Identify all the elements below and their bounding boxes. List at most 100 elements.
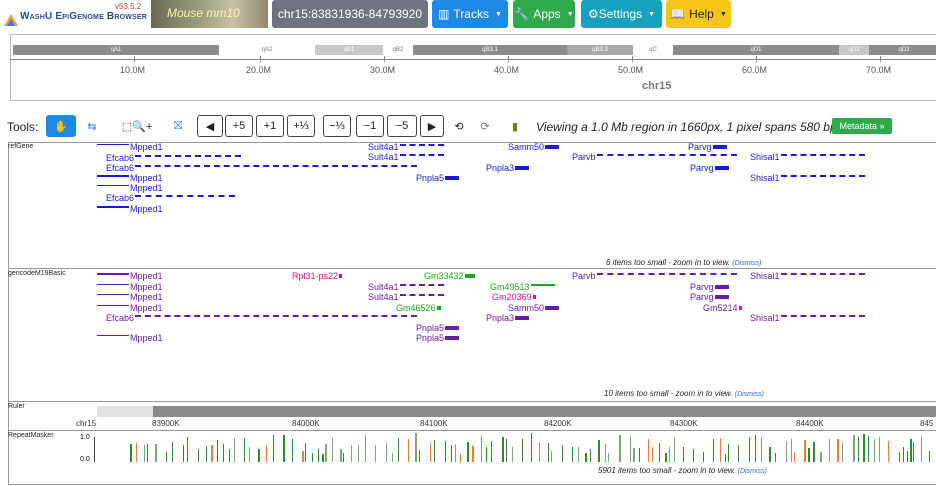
dismiss-link[interactable]: (Dismiss) xyxy=(732,260,762,267)
gene-feature[interactable]: Shisal1 xyxy=(750,152,866,162)
repeat-bar xyxy=(562,445,563,462)
gene-feature[interactable]: Mpped1 xyxy=(96,173,163,183)
gene-feature[interactable]: Samm50 xyxy=(508,142,560,152)
repeat-bar xyxy=(842,443,843,462)
gene-feature[interactable]: Mpped1 xyxy=(96,333,163,343)
zoom-in-5-button[interactable]: +5 xyxy=(225,115,253,137)
gene-feature[interactable]: Mpped1 xyxy=(96,183,163,193)
repeat-bar xyxy=(217,440,218,462)
repeat-bar xyxy=(531,433,532,462)
tracks-menu-button[interactable]: ▥Tracks▼ xyxy=(432,0,508,28)
gene-feature[interactable]: Parvb xyxy=(572,152,738,162)
metadata-button[interactable]: Metadata » xyxy=(832,118,892,134)
track-label-gencode[interactable]: gencodeM19Basic xyxy=(8,270,66,277)
gene-feature[interactable]: Mpped1 xyxy=(96,271,163,281)
zoom-region-tool-button[interactable]: ⬚🔍+ xyxy=(118,115,156,137)
gene-feature[interactable]: Samm50 xyxy=(508,303,560,313)
gene-feature[interactable]: Pnpla5 xyxy=(416,333,460,343)
gene-feature[interactable]: Mpped1 xyxy=(96,142,163,152)
repeat-bar xyxy=(460,454,461,462)
repeat-bar xyxy=(486,447,487,462)
track-label-repeatmasker[interactable]: RepeatMasker xyxy=(8,432,54,439)
track-border xyxy=(8,484,936,485)
gene-feature[interactable]: Pnpla3 xyxy=(486,163,530,173)
version-label: v53.5.2 xyxy=(115,2,142,11)
settings-label: ⚙Settings xyxy=(587,7,643,21)
zoom-out-third-button[interactable]: −⅓ xyxy=(323,115,351,137)
band-qB2: qB2 xyxy=(383,45,413,55)
ruler-chrom-label: chr15 xyxy=(76,419,97,428)
gene-feature[interactable]: Parvb xyxy=(572,271,738,281)
chevron-down-icon: ▼ xyxy=(719,10,727,18)
ruler-bar-offscreen xyxy=(97,406,153,417)
gene-feature[interactable]: Pnpla5 xyxy=(416,323,460,333)
tracks-label: Tracks xyxy=(453,7,489,21)
book-icon: 📖 xyxy=(670,7,686,21)
chrom-axis-label: 30.0M xyxy=(370,65,396,75)
gene-feature[interactable]: Mpped1 xyxy=(96,282,163,292)
track-label-ruler[interactable]: Ruler xyxy=(8,403,25,410)
track-label-refgene[interactable]: refGene xyxy=(8,143,34,150)
zoom-out-5-button[interactable]: −5 xyxy=(387,115,417,137)
dismiss-link[interactable]: (Dismiss) xyxy=(734,391,764,398)
repeat-bar xyxy=(312,453,313,462)
repeat-bar xyxy=(791,439,792,462)
gene-feature[interactable]: Gm49513 xyxy=(490,282,556,292)
gene-feature[interactable]: Efcab6 xyxy=(106,193,236,203)
gene-feature[interactable]: Pnpla3 xyxy=(486,313,530,323)
gene-feature[interactable]: Parvg xyxy=(690,292,730,302)
drag-tool-button[interactable]: ✋ xyxy=(46,115,76,137)
gene-feature[interactable]: Mpped1 xyxy=(96,292,163,302)
redo-icon[interactable]: ⟳ xyxy=(478,115,492,137)
repeat-bar xyxy=(249,447,250,462)
repeat-bar xyxy=(147,444,148,462)
gene-feature[interactable]: Parvg xyxy=(690,163,730,173)
gene-feature[interactable]: Mpped1 xyxy=(96,303,163,313)
gene-feature[interactable]: Efcab6 xyxy=(106,153,242,163)
gene-feature[interactable]: Efcab6 xyxy=(106,313,418,323)
chrom-axis-label: 20.0M xyxy=(246,65,272,75)
gene-feature[interactable]: Efcab6 xyxy=(106,163,418,173)
repeat-bar xyxy=(693,449,694,462)
gene-feature[interactable]: Shisal1 xyxy=(750,173,866,183)
locus-button[interactable]: chr15:83831936-84793920 xyxy=(272,0,428,28)
pan-right-button[interactable]: ▶ xyxy=(420,115,444,137)
reorder-tool-button[interactable]: ⇆ xyxy=(83,115,101,137)
apps-menu-button[interactable]: 🔧Apps▼ xyxy=(513,0,575,28)
gene-feature[interactable]: Mpped1 xyxy=(96,204,163,214)
gene-feature[interactable]: Gm20369 xyxy=(492,292,537,302)
zoom-out-1-button[interactable]: −1 xyxy=(356,115,384,137)
gene-feature[interactable]: Parvg xyxy=(688,142,728,152)
gene-feature[interactable]: Sult4a1 xyxy=(368,152,445,162)
repeatmasker-hidden-items-note: 5901 items too small - zoom in to view. … xyxy=(598,466,767,475)
gene-feature[interactable]: Sult4a1 xyxy=(368,142,445,152)
dismiss-link[interactable]: (Dismiss) xyxy=(737,468,767,475)
gene-feature[interactable]: Parvg xyxy=(690,282,730,292)
repeat-bar xyxy=(725,454,726,462)
gene-feature[interactable]: Gm5214 xyxy=(703,303,743,313)
settings-menu-button[interactable]: ⚙Settings▼ xyxy=(581,0,662,28)
genome-selector[interactable]: Mouse mm10 xyxy=(151,0,268,28)
gene-feature[interactable]: Sult4a1 xyxy=(368,292,445,302)
band-qB3.1: qB3.1 xyxy=(413,45,567,55)
gene-feature[interactable]: Sult4a1 xyxy=(368,282,445,292)
repeat-bar xyxy=(713,439,714,462)
zoom-in-1-button[interactable]: +1 xyxy=(256,115,284,137)
chromosome-overview-panel[interactable]: qA1 qA2 qB1 qB2 qB3.1 qB3.3 qC qD1 qD2 q… xyxy=(10,34,936,101)
gene-feature[interactable]: Gm46526 xyxy=(396,303,442,313)
band-qC: qC xyxy=(633,45,673,55)
gene-feature[interactable]: Rpl31-ps22 xyxy=(292,271,343,281)
zoom-in-third-button[interactable]: +⅓ xyxy=(287,115,315,137)
repeat-bar xyxy=(738,445,739,462)
repeat-bar xyxy=(332,438,333,462)
brand-title[interactable]: WashU EpiGenome Browser xyxy=(20,11,148,22)
bookmark-icon[interactable]: ▮ xyxy=(508,115,522,137)
gene-feature[interactable]: Shisal1 xyxy=(750,271,866,281)
help-menu-button[interactable]: 📖Help▼ xyxy=(666,0,731,28)
gene-feature[interactable]: Shisal1 xyxy=(750,313,866,323)
gene-feature[interactable]: Gm33432 xyxy=(424,271,476,281)
highlight-tool-button[interactable]: ⛝ xyxy=(170,115,186,137)
gene-feature[interactable]: Pnpla5 xyxy=(416,173,460,183)
undo-icon[interactable]: ⟲ xyxy=(452,115,466,137)
pan-left-button[interactable]: ◀ xyxy=(197,115,223,137)
